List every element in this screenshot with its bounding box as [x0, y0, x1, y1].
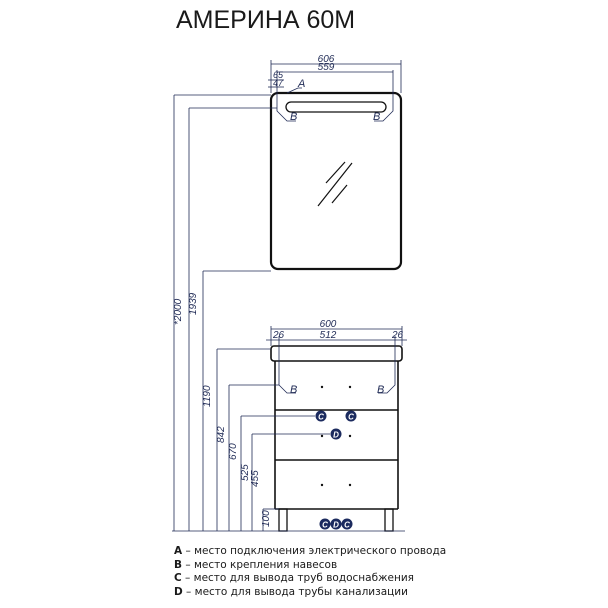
height-455: 455 — [250, 470, 261, 487]
sewer-pipe-d-marker — [330, 428, 342, 440]
mirror-outline — [269, 91, 403, 271]
height-1190: 1190 — [202, 385, 213, 407]
height-1939: 1939 — [188, 292, 199, 315]
mirror-offset-47: 47 — [273, 78, 284, 88]
bottom-c-right-marker — [341, 518, 353, 530]
svg-text:C: C — [318, 413, 324, 422]
legend-item-b: B – место крепления навесов — [174, 558, 338, 571]
cabinet-mount-b-left: B — [290, 384, 297, 396]
mirror-dimensions — [268, 60, 402, 98]
svg-text:C: C — [322, 521, 328, 530]
svg-text:D: D — [333, 431, 339, 440]
height-842: 842 — [216, 426, 227, 443]
water-pipe-c-right-marker — [345, 410, 357, 422]
mirror-width-559: 559 — [318, 62, 335, 73]
svg-text:C: C — [344, 521, 350, 530]
cabinet-width-512: 512 — [320, 330, 337, 341]
cabinet-margin-right-26: 26 — [391, 330, 404, 341]
height-2000: *2000 — [173, 298, 184, 325]
mirror-width-606: 606 — [318, 54, 335, 65]
legend-item-c: C – место для вывода труб водоснабжения — [174, 572, 415, 584]
glass-reflection-icon — [317, 161, 353, 207]
bottom-c-left-marker — [319, 518, 331, 530]
mount-b-left-leader — [276, 98, 296, 122]
cabinet-margin-left-26: 26 — [272, 330, 285, 341]
washbasin-top — [270, 345, 403, 362]
product-title: АМЕРИНА 60М — [176, 6, 356, 34]
height-100: 100 — [261, 510, 272, 527]
legend-item-a: A – место подключения электрического про… — [174, 545, 447, 557]
cabinet-mount-b-right: B — [377, 384, 384, 396]
electric-a-leader — [286, 87, 302, 94]
electric-connection-a: A — [297, 78, 305, 90]
pipe-markers: C C D C D C — [315, 410, 357, 530]
mirror-light-bar — [285, 101, 387, 113]
mount-b-right-leader — [374, 98, 394, 122]
water-pipe-c-left-marker — [315, 410, 327, 422]
leg-right — [384, 508, 394, 532]
svg-text:C: C — [348, 413, 354, 422]
legend: A – место подключения электрического про… — [174, 545, 446, 599]
mirror-mount-b-right: B — [373, 111, 380, 123]
bottom-d-marker — [330, 518, 342, 530]
legend-item-d: D – место для вывода трубы канализации — [174, 585, 408, 598]
height-dimension-lines — [172, 94, 405, 532]
cabinet-width-600: 600 — [320, 319, 337, 330]
handle-dots — [320, 385, 352, 487]
mirror-mount-b-left: B — [290, 111, 297, 123]
height-525: 525 — [240, 464, 251, 481]
leg-left — [278, 508, 288, 532]
mirror: B B A — [269, 78, 403, 271]
cabinet-dimensions — [266, 326, 407, 355]
mirror-offset-65: 65 — [273, 70, 284, 80]
svg-text:D: D — [333, 521, 339, 530]
height-670: 670 — [228, 443, 239, 460]
